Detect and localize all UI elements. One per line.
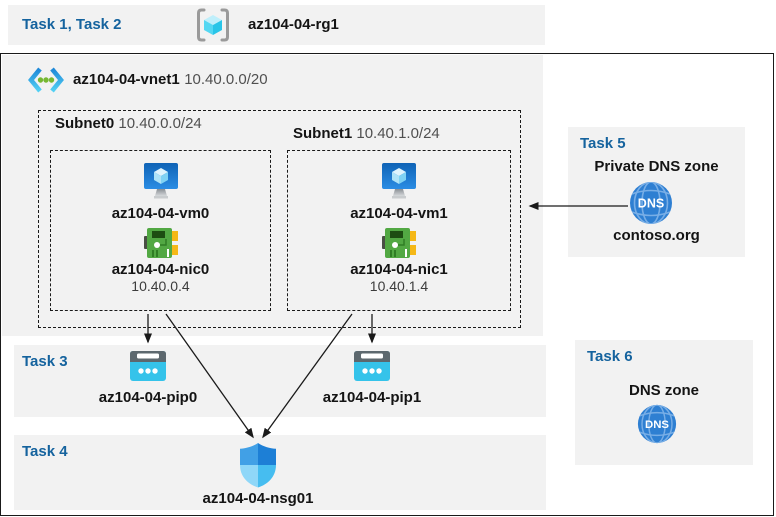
vnet-container: az104-04-vnet1 10.40.0.0/20 Subnet0 10.4…: [2, 55, 543, 336]
task4-label: Task 4: [22, 443, 68, 460]
subnet1-content: az104-04-vm1 az104-04-nic1 10.40.1.4: [288, 151, 510, 310]
subnet1-box: az104-04-vm1 az104-04-nic1 10.40.1.4: [287, 150, 511, 311]
task6-label: Task 6: [587, 348, 633, 365]
nic0-ip: 10.40.0.4: [131, 278, 190, 294]
vm-icon: [143, 163, 178, 199]
vm0-name: az104-04-vm0: [111, 205, 210, 222]
private-dns-zone-title: Private DNS zone: [594, 158, 719, 175]
nic-icon: [382, 228, 416, 258]
task4-band: Task 4 az104-04-nsg01: [14, 435, 546, 510]
task-1-2-label: Task 1, Task 2: [22, 16, 122, 33]
dns-icon-text: DNS: [638, 197, 664, 211]
nsg-shield-icon: [240, 443, 276, 488]
subnet0-name: Subnet0: [55, 115, 115, 132]
subnet1-cidr: 10.40.1.0/24: [356, 125, 440, 142]
pip1-group: az104-04-pip1: [302, 348, 442, 406]
nsg-group: az104-04-nsg01: [188, 442, 328, 507]
vnet-name: az104-04-vnet1: [73, 71, 180, 88]
nic1-name: az104-04-nic1: [350, 261, 448, 278]
public-ip-icon: [354, 351, 390, 381]
vnet-header: az104-04-vnet1 10.40.0.0/20: [28, 66, 268, 94]
resource-group-band: Task 1, Task 2 az104-04-rg1: [8, 5, 545, 45]
subnet0-cidr: 10.40.0.0/24: [118, 115, 202, 132]
nsg-name: az104-04-nsg01: [202, 490, 314, 507]
dns-icon: DNS: [630, 182, 672, 224]
task6-box: Task 6 DNS zone DNS: [575, 340, 753, 465]
nic-icon: [143, 228, 178, 258]
subnet1-name: Subnet1: [293, 125, 353, 142]
vm-icon: [382, 163, 416, 199]
resource-group-name: az104-04-rg1: [248, 16, 339, 33]
pip0-group: az104-04-pip0: [78, 348, 218, 406]
dns-icon: DNS: [637, 404, 677, 444]
dns-icon-text: DNS: [645, 419, 669, 431]
vnet-icon: [28, 67, 64, 93]
task5-box: Task 5 Private DNS zone DNS contoso.org: [568, 127, 745, 257]
pip0-name: az104-04-pip0: [98, 389, 198, 406]
pip1-name: az104-04-pip1: [322, 389, 422, 406]
resource-group-icon: [197, 8, 229, 42]
subnet1-label: Subnet1 10.40.1.0/24: [293, 125, 440, 142]
vnet-cidr: 10.40.0.0/20: [184, 71, 268, 88]
nic0-name: az104-04-nic0: [111, 261, 210, 278]
task3-band: Task 3 az104-04-pip0 az104-04-pip1: [14, 345, 546, 417]
nic1-ip: 10.40.1.4: [369, 278, 429, 294]
task5-label: Task 5: [580, 135, 626, 152]
subnet0-box: az104-04-vm0 az104-04-nic0 10.40.0.4: [50, 150, 271, 311]
private-dns-zone-name: contoso.org: [613, 227, 700, 244]
public-ip-icon: [130, 351, 166, 381]
subnet0-label: Subnet0 10.40.0.0/24: [55, 115, 202, 132]
dns-zone-title: DNS zone: [628, 382, 699, 399]
vnet-title: az104-04-vnet1 10.40.0.0/20: [73, 71, 268, 89]
vm1-name: az104-04-vm1: [350, 205, 448, 222]
task3-label: Task 3: [22, 353, 68, 370]
subnet0-content: az104-04-vm0 az104-04-nic0 10.40.0.4: [51, 151, 270, 310]
